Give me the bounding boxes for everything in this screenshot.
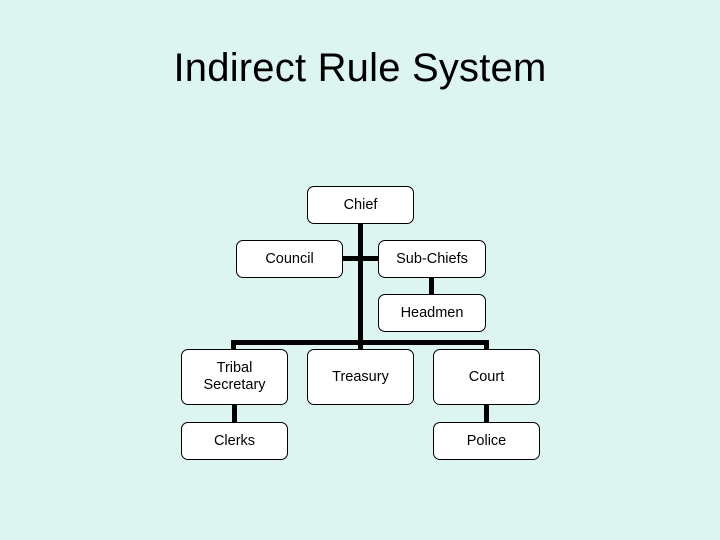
connector-bar-to-treasury <box>358 340 363 351</box>
connector-trunk-vertical <box>358 223 363 345</box>
node-headmen[interactable]: Headmen <box>378 294 486 332</box>
node-police[interactable]: Police <box>433 422 540 460</box>
node-chief[interactable]: Chief <box>307 186 414 224</box>
node-court[interactable]: Court <box>433 349 540 405</box>
node-clerks[interactable]: Clerks <box>181 422 288 460</box>
page-title: Indirect Rule System <box>173 46 547 90</box>
node-tribal-secretary[interactable]: Tribal Secretary <box>181 349 288 405</box>
node-sub-chiefs[interactable]: Sub-Chiefs <box>378 240 486 278</box>
connector-bar-to-tribal-secretary <box>231 340 236 351</box>
connector-court-to-police <box>484 403 489 424</box>
connector-bar-to-court <box>484 340 489 351</box>
connector-council-to-subchiefs <box>341 256 380 261</box>
connector-subchiefs-to-headmen <box>429 277 434 296</box>
connector-tribal-secretary-to-clerks <box>232 403 237 424</box>
node-council[interactable]: Council <box>236 240 343 278</box>
node-treasury[interactable]: Treasury <box>307 349 414 405</box>
